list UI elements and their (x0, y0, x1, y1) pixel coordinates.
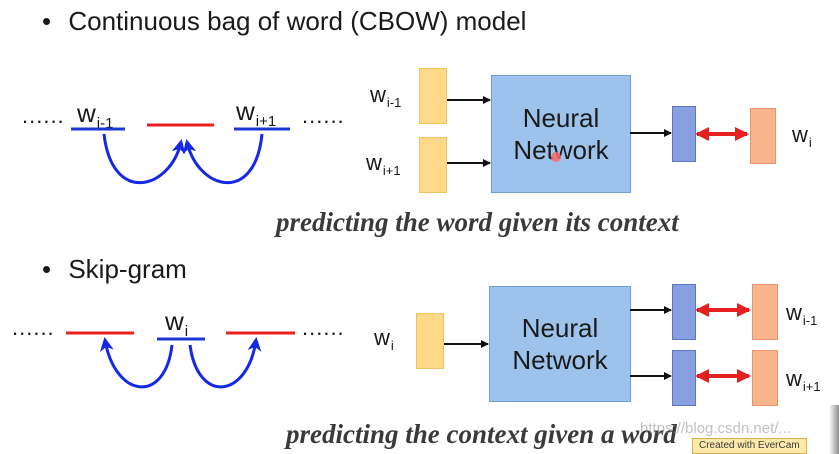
cbow-context-right-label: wi+1 (236, 96, 277, 130)
cbow-heading: • Continuous bag of word (CBOW) model (42, 6, 526, 37)
cbow-output-label: wi (792, 122, 812, 150)
cbow-dots-right: ...... (302, 103, 345, 128)
skipgram-title: Skip-gram (68, 254, 187, 284)
skipgram-heading: • Skip-gram (42, 254, 187, 285)
cbow-context-left-label: wi-1 (77, 98, 114, 132)
skipgram-center-label: wi (165, 306, 189, 340)
skipgram-output-bottom-vector (752, 350, 778, 406)
cbow-dots-left: ...... (22, 103, 65, 128)
cbow-output-vector (750, 108, 776, 164)
skipgram-curve-arrow-right (188, 337, 262, 389)
window-edge-shadow (829, 405, 839, 454)
cbow-curve-arrow-right (182, 133, 264, 185)
cursor-dot (551, 152, 561, 162)
cbow-input-bottom-label: wi+1 (366, 150, 401, 178)
cbow-network-line1: Neural (522, 102, 600, 133)
skipgram-hidden-vector-top (672, 284, 696, 340)
skipgram-output-top-vector (752, 284, 778, 340)
skipgram-input-label: wi (374, 325, 394, 353)
cbow-input-top-label: wi-1 (370, 82, 402, 110)
skipgram-caption: predicting the context given a word (286, 419, 677, 449)
skipgram-curve-arrow-left (99, 337, 174, 389)
skipgram-dots-right: ...... (302, 315, 345, 340)
skipgram-network-line1: Neural (521, 312, 599, 343)
url-watermark: https://blog.csdn.net/... (640, 420, 791, 437)
cbow-title: Continuous bag of word (CBOW) model (68, 6, 527, 36)
cbow-caption: predicting the word given its context (276, 207, 679, 237)
skipgram-dots-left: ...... (12, 315, 55, 340)
bullet-dot: • (42, 6, 52, 36)
cbow-input-bottom-vector (419, 137, 447, 193)
cbow-input-top-vector (419, 68, 447, 124)
cbow-network-line2: Network (513, 135, 609, 165)
skipgram-output-top-label: wi-1 (786, 300, 818, 328)
bullet-dot: • (42, 254, 52, 284)
skipgram-hidden-vector-bottom (672, 350, 696, 406)
skipgram-input-vector (416, 313, 444, 369)
skipgram-output-bottom-label: wi+1 (786, 366, 821, 394)
cbow-curve-arrow-left (102, 133, 186, 185)
skipgram-network-line2: Network (512, 345, 608, 375)
